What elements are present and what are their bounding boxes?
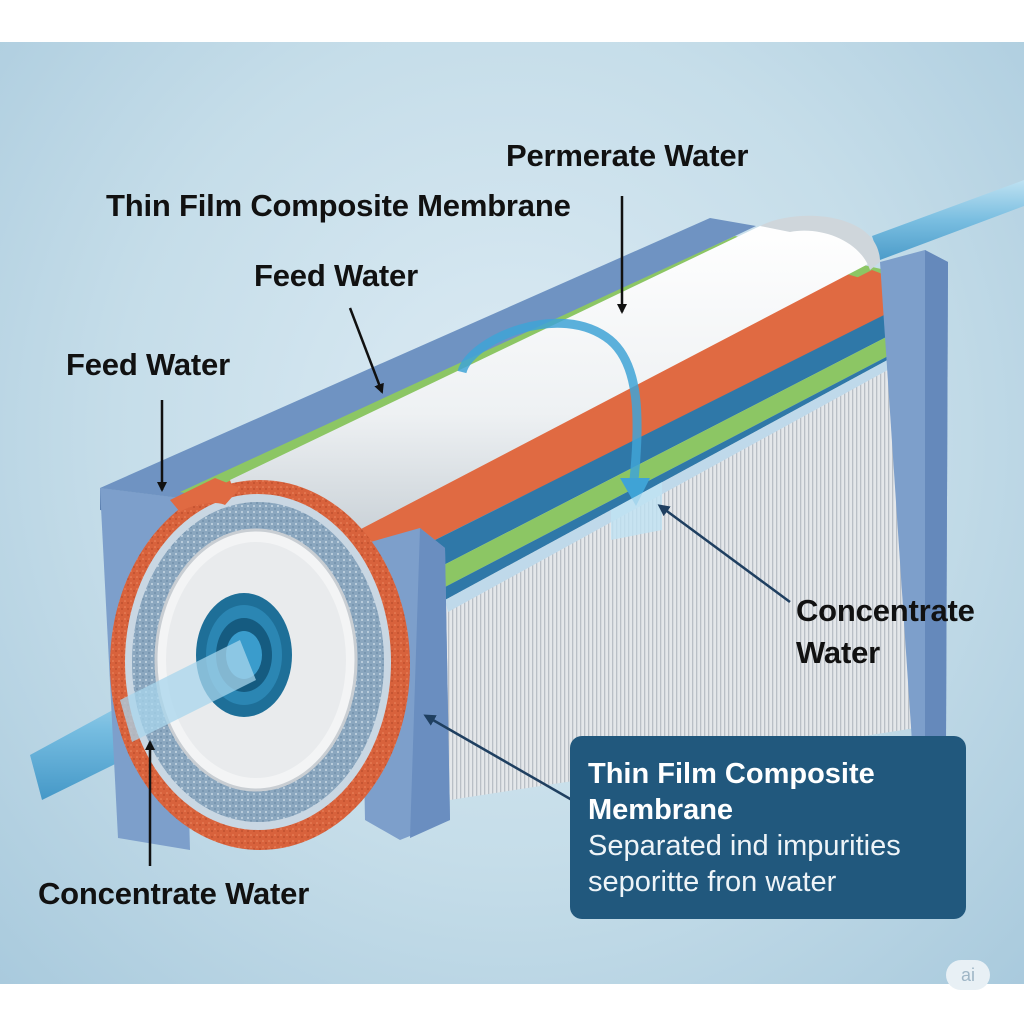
label-concentrate-water-bottom: Concentrate Water [38,876,310,911]
label-feed-water-mid: Feed Water [254,258,418,293]
leader-feed-mid [348,307,384,394]
tube-end-cap [760,215,880,270]
leader-concentrate-right [657,504,791,604]
label-feed-water-left: Feed Water [66,347,230,382]
info-box-body: Separated ind impurities seporitte fron … [588,830,901,898]
outlet-pipe [872,180,1024,260]
label-thin-film-composite-membrane: Thin Film Composite Membrane [106,188,571,223]
mesh-side [445,345,935,800]
permeate-tube [230,222,873,541]
label-concentrate-water-right: Concentrate Water [796,593,975,670]
label-permeate-water: Permerate Water [506,138,749,173]
blue-layer [395,292,935,585]
info-box-title: Thin Film Composite Membrane [588,758,875,826]
flow-arrow [457,318,642,481]
watermark-badge: ai [946,960,990,990]
leader-info-box [423,714,573,802]
center-pipe [120,640,256,742]
info-box: Thin Film Composite Membrane Separated i… [570,736,966,919]
top-frame-rail [100,218,756,498]
